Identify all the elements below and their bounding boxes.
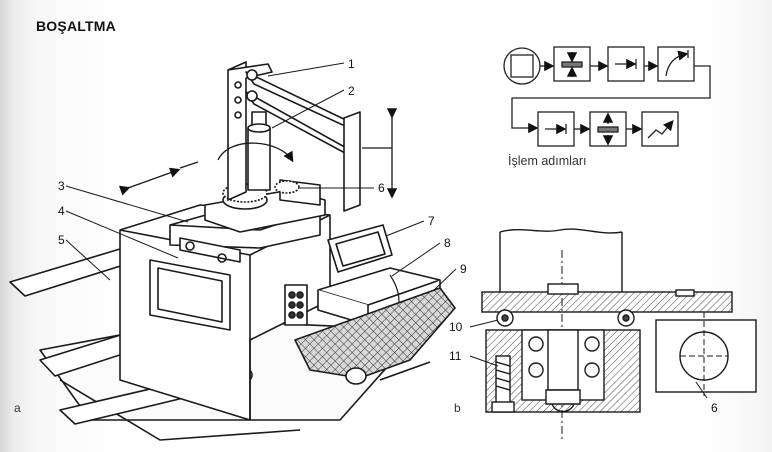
callout-8: 8 [444, 236, 451, 250]
machine-assembly [9, 61, 456, 441]
flow-step-return [641, 111, 679, 147]
process-flow [503, 46, 711, 147]
callout-5: 5 [58, 233, 65, 247]
leader-lines-b [469, 319, 708, 399]
page-title: BOŞALTMA [36, 18, 116, 34]
callout-7: 7 [428, 214, 435, 228]
leader-lines-a [65, 62, 457, 291]
sublabel-b: b [454, 401, 461, 415]
callout-11: 11 [449, 349, 462, 363]
callout-2: 2 [348, 84, 355, 98]
process-steps-caption: İşlem adımları [508, 154, 587, 168]
callout-9: 9 [460, 262, 467, 276]
section-view-b [481, 228, 757, 440]
flow-step-move [607, 46, 645, 82]
callout-3: 3 [58, 179, 65, 193]
callout-1: 1 [348, 57, 355, 71]
flow-start-square [510, 54, 534, 78]
callout-10: 10 [449, 320, 463, 334]
callout-6: 6 [378, 181, 385, 195]
callout-4: 4 [58, 204, 65, 218]
sublabel-a: a [14, 401, 21, 415]
callout-6-section: 6 [711, 401, 718, 415]
